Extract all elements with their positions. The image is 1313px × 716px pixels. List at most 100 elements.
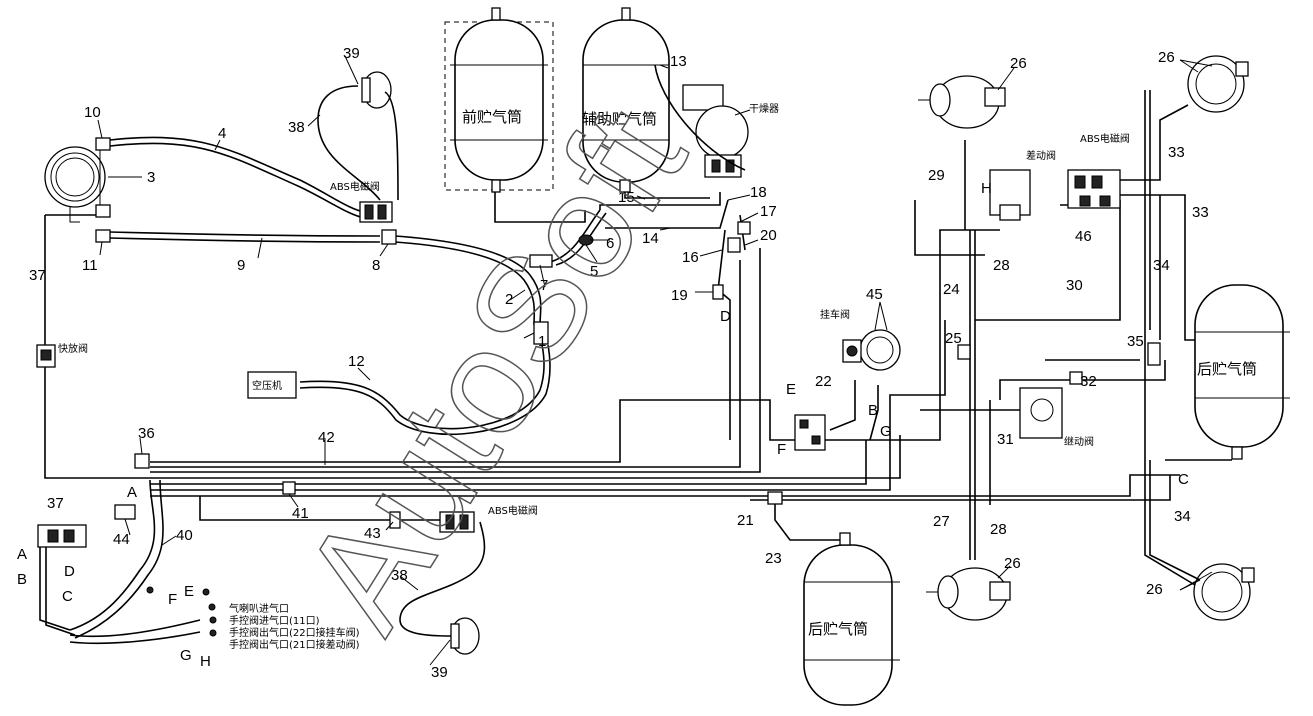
callout-13: 13 bbox=[670, 53, 687, 70]
dryer-label: 干燥器 bbox=[749, 103, 779, 115]
callout-5: 5 bbox=[590, 263, 598, 280]
callout-numbers: 1 2 3 4 5 6 7 8 9 10 11 12 13 14 15 16 1… bbox=[29, 45, 1209, 681]
callout-34-top: 34 bbox=[1153, 257, 1170, 274]
callout-38-top: 38 bbox=[288, 119, 305, 136]
callout-42: 42 bbox=[318, 429, 335, 446]
quick-release-valve: 快放阀 bbox=[36, 342, 88, 368]
port-labels: 气喇叭进气口 手控阀进气口(11口) 手控阀出气口(22口接挂车阀) 手控阀出气… bbox=[229, 602, 360, 651]
letter-c-2: C bbox=[1178, 471, 1189, 488]
letter-c-1: C bbox=[62, 588, 73, 605]
callout-35: 35 bbox=[1127, 333, 1144, 350]
brake-chamber-right-bottom bbox=[1193, 563, 1255, 621]
abs-valve-bottom-label: ABS电磁阀 bbox=[488, 504, 538, 517]
letter-g-1: G bbox=[180, 647, 192, 664]
callout-30: 30 bbox=[1066, 277, 1083, 294]
callout-28-top: 28 bbox=[993, 257, 1010, 274]
air-dryer: 干燥器 bbox=[682, 84, 779, 178]
letter-f-1: F bbox=[168, 591, 177, 608]
front-tank-label: 前贮气筒 bbox=[462, 108, 522, 126]
cooling-coil bbox=[44, 146, 106, 223]
port-label-1: 气喇叭进气口 bbox=[229, 602, 289, 615]
aux-tank-label: 辅助贮气筒 bbox=[582, 110, 657, 128]
callout-16: 16 bbox=[682, 249, 699, 266]
callout-15: 15 bbox=[618, 189, 635, 206]
pipe-network bbox=[39, 64, 1232, 645]
letter-e-2: E bbox=[786, 381, 796, 398]
abs-valve-top: ABS电磁阀 bbox=[330, 180, 393, 223]
callout-12: 12 bbox=[348, 353, 365, 370]
callout-9: 9 bbox=[237, 257, 245, 274]
hand-control-valve bbox=[37, 504, 136, 548]
rear-tank-right-label: 后贮气筒 bbox=[1197, 360, 1257, 378]
callout-2: 2 bbox=[505, 291, 513, 308]
letter-h-1: H bbox=[200, 653, 211, 670]
port-label-4: 手控阀出气口(21口接差动阀) bbox=[229, 638, 360, 651]
callout-6: 6 bbox=[606, 235, 614, 252]
brake-chamber-right-top bbox=[1187, 55, 1249, 113]
callout-41: 41 bbox=[292, 505, 309, 522]
letter-a-1: A bbox=[127, 484, 137, 501]
trailer-valve: 挂车阀 bbox=[820, 308, 901, 371]
rear-tank-bottom-label: 后贮气筒 bbox=[808, 620, 868, 638]
letter-a-2: A bbox=[17, 546, 27, 563]
callout-26-bottom: 26 bbox=[1004, 555, 1021, 572]
letter-b-1: B bbox=[17, 571, 27, 588]
letter-g-2: G bbox=[880, 423, 892, 440]
callout-39-top: 39 bbox=[343, 45, 360, 62]
differential-valve-label: 差动阀 bbox=[1026, 149, 1056, 162]
trailer-valve-label: 挂车阀 bbox=[820, 308, 850, 321]
callout-3: 3 bbox=[147, 169, 155, 186]
callout-4: 4 bbox=[218, 125, 226, 142]
callout-7: 7 bbox=[540, 277, 548, 294]
letter-h-2: H bbox=[981, 180, 992, 197]
callout-26-right-bottom: 26 bbox=[1146, 581, 1163, 598]
quick-release-label: 快放阀 bbox=[58, 342, 88, 355]
front-air-tank: 前贮气筒 bbox=[444, 7, 554, 193]
callout-37-bottom: 37 bbox=[47, 495, 64, 512]
callout-18: 18 bbox=[750, 184, 767, 201]
fittings bbox=[95, 137, 1161, 637]
brake-chamber-front-left bbox=[361, 71, 392, 109]
relay-valve: 继动阀 bbox=[1019, 387, 1094, 448]
callout-29: 29 bbox=[928, 167, 945, 184]
callout-31: 31 bbox=[997, 431, 1014, 448]
callout-36: 36 bbox=[138, 425, 155, 442]
spring-brake-chamber-top bbox=[918, 75, 1006, 129]
abs-valve-right: ABS电磁阀 bbox=[1067, 132, 1130, 209]
callout-27: 27 bbox=[933, 513, 950, 530]
callout-17: 17 bbox=[760, 203, 777, 220]
callout-23: 23 bbox=[765, 550, 782, 567]
callout-34-bottom: 34 bbox=[1174, 508, 1191, 525]
relay-valve-label: 继动阀 bbox=[1064, 435, 1094, 448]
callout-40: 40 bbox=[176, 527, 193, 544]
callout-10: 10 bbox=[84, 104, 101, 121]
abs-valve-bottom: ABS电磁阀 bbox=[439, 504, 538, 533]
letter-d-2: D bbox=[720, 308, 731, 325]
callout-24: 24 bbox=[943, 281, 960, 298]
compressor-label: 空压机 bbox=[252, 379, 282, 392]
air-compressor: 空压机 bbox=[247, 371, 297, 399]
callout-43: 43 bbox=[364, 525, 381, 542]
letter-e-1: E bbox=[184, 583, 194, 600]
callout-8: 8 bbox=[372, 257, 380, 274]
callout-46: 46 bbox=[1075, 228, 1092, 245]
letter-f-2: F bbox=[777, 441, 786, 458]
differential-valve: 差动阀 bbox=[989, 149, 1056, 221]
callout-39-bottom: 39 bbox=[431, 664, 448, 681]
aux-air-tank: 辅助贮气筒 bbox=[582, 7, 670, 193]
callout-37-top: 37 bbox=[29, 267, 46, 284]
port-label-3: 手控阀出气口(22口接挂车阀) bbox=[229, 626, 360, 639]
callout-45: 45 bbox=[866, 286, 883, 303]
brake-chamber-bottom-left bbox=[450, 617, 480, 655]
callout-21: 21 bbox=[737, 512, 754, 529]
callout-32: 32 bbox=[1080, 373, 1097, 390]
callout-28-bottom: 28 bbox=[990, 521, 1007, 538]
abs-valve-right-label: ABS电磁阀 bbox=[1080, 132, 1130, 145]
letter-d-1: D bbox=[64, 563, 75, 580]
callout-22: 22 bbox=[815, 373, 832, 390]
callout-1: 1 bbox=[538, 333, 546, 350]
brake-valve-block bbox=[794, 414, 826, 451]
port-label-2: 手控阀进气口(11口) bbox=[229, 614, 320, 627]
callout-20: 20 bbox=[760, 227, 777, 244]
